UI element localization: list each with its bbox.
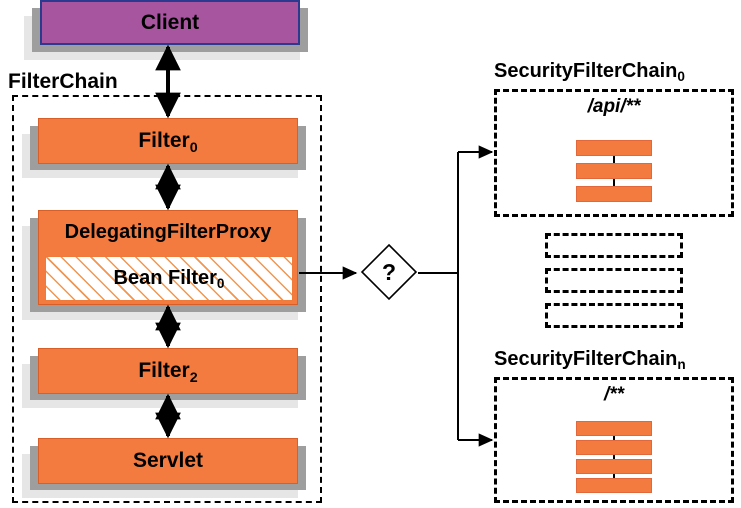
bean-filter-label: Bean Filter0 xyxy=(113,267,225,292)
security-chain-0-subscript: 0 xyxy=(677,69,685,85)
security-chain-0-container xyxy=(494,89,734,217)
chain-bar[interactable] xyxy=(576,186,652,202)
chain-bar[interactable] xyxy=(576,440,652,455)
decision-diamond[interactable]: ? xyxy=(360,243,418,301)
placeholder-chain-3 xyxy=(545,303,683,328)
filter2-subscript: 2 xyxy=(189,369,198,386)
filter0-label: Filter0 xyxy=(138,129,198,156)
security-chain-n-title: SecurityFilterChainn xyxy=(494,348,686,373)
chain-connector xyxy=(613,429,615,483)
filter2-box[interactable]: Filter2 xyxy=(38,348,298,394)
chain-bar[interactable] xyxy=(576,163,652,179)
placeholder-chain-2 xyxy=(545,268,683,293)
dfp-title: DelegatingFilterProxy xyxy=(64,221,272,243)
filterchain-label: FilterChain xyxy=(8,70,118,93)
bean-filter-box[interactable]: Bean Filter0 xyxy=(45,256,293,301)
delegating-filter-proxy-box[interactable]: DelegatingFilterProxy Bean Filter0 xyxy=(38,210,298,305)
filter0-subscript: 0 xyxy=(189,139,198,156)
decision-diamond-shape xyxy=(360,243,418,301)
security-chain-n-bars xyxy=(576,421,652,493)
chain-bar[interactable] xyxy=(576,421,652,436)
client-label: Client xyxy=(140,10,200,34)
chain-bar[interactable] xyxy=(576,459,652,474)
security-chain-n-container xyxy=(494,377,734,503)
security-chain-0-bars xyxy=(576,140,652,202)
client-box[interactable]: Client xyxy=(40,0,300,45)
security-chain-0-title: SecurityFilterChain0 xyxy=(494,60,685,85)
filter0-box[interactable]: Filter0 xyxy=(38,118,298,164)
decision-label: ? xyxy=(381,258,397,285)
security-chain-0-pattern: /api/** xyxy=(587,96,641,117)
security-chain-n-pattern: /** xyxy=(603,384,625,405)
servlet-box[interactable]: Servlet xyxy=(38,438,298,484)
chain-bar[interactable] xyxy=(576,140,652,156)
chain-bar[interactable] xyxy=(576,478,652,493)
security-chain-n-subscript: n xyxy=(677,357,686,373)
bean-filter-subscript: 0 xyxy=(216,276,225,292)
placeholder-chain-1 xyxy=(545,233,683,258)
servlet-label: Servlet xyxy=(132,449,204,472)
filter2-label: Filter2 xyxy=(138,359,198,386)
